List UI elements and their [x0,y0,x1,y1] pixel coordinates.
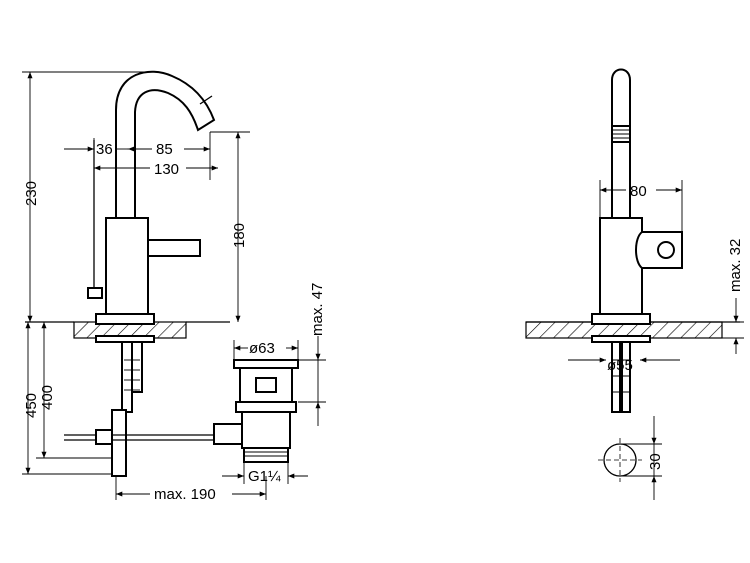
dim-85: 85 [156,141,173,158]
dim-130: 130 [154,161,179,178]
dim-max-47: max. 47 [309,283,326,336]
dim-400: 400 [39,385,56,410]
dim-450: 450 [23,393,40,418]
dim-max-190: max. 190 [154,486,216,503]
drain-valve [213,359,299,463]
dim-80: 80 [630,183,647,200]
dim-180: 180 [231,223,248,248]
spout [115,70,216,219]
dim-30: 30 [647,453,664,470]
lever-handle [147,239,201,257]
dim-phi-55: ø55 [607,357,633,374]
dim-36: 36 [96,141,113,158]
faucet-body [105,217,149,319]
faucet-body-side [599,217,643,319]
dim-230: 230 [23,181,40,206]
front-view: 230 36 85 130 180 450 400 max. 190 [22,70,326,503]
side-view: 80 max. 32 ø55 30 [525,68,744,500]
dim-g-1-1-4: G1¼ [248,468,281,485]
dim-phi-63: ø63 [249,340,275,357]
dim-max-32: max. 32 [727,239,744,292]
